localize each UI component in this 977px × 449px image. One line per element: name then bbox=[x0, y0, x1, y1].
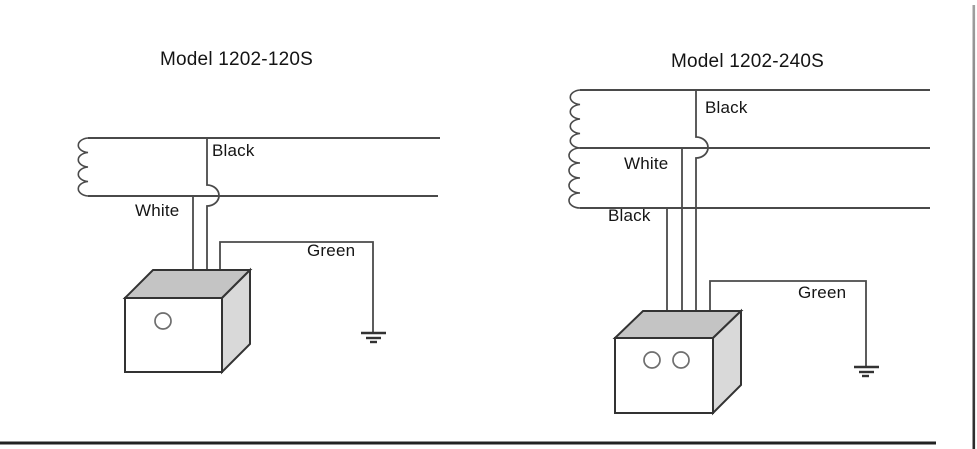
knockout-hole bbox=[154, 312, 172, 330]
diagram-model-1202-120s bbox=[77, 137, 440, 375]
black-wire bbox=[206, 138, 220, 270]
transformer-winding-coil-lower bbox=[568, 147, 581, 209]
junction-box bbox=[122, 267, 253, 375]
junction-box bbox=[612, 308, 744, 416]
wire-label-white: White bbox=[624, 154, 669, 173]
diagram-title-right: Model 1202-240S bbox=[671, 51, 824, 72]
wire-label-white: White bbox=[135, 201, 180, 220]
wire-label-black-bottom: Black bbox=[608, 206, 651, 225]
ground-symbol bbox=[854, 365, 879, 378]
transformer-winding-coil bbox=[77, 137, 89, 197]
diagram-model-1202-240s bbox=[568, 89, 930, 416]
ground-symbol bbox=[361, 331, 386, 344]
green-ground-wire bbox=[219, 241, 374, 333]
knockout-hole-right bbox=[672, 351, 690, 369]
junction-box-front-face bbox=[124, 297, 223, 373]
transformer-winding-coil-upper bbox=[569, 89, 581, 149]
black-wire-top bbox=[695, 90, 709, 311]
green-ground-wire bbox=[709, 280, 867, 367]
page-edge-bottom bbox=[0, 441, 936, 445]
diagram-title-left: Model 1202-120S bbox=[160, 49, 313, 70]
wire-label-green: Green bbox=[307, 241, 356, 260]
knockout-hole-left bbox=[643, 351, 661, 369]
wire-label-black-top: Black bbox=[705, 98, 748, 117]
wire-label-black: Black bbox=[212, 141, 255, 160]
wire-label-green: Green bbox=[798, 283, 847, 302]
page-edge-right bbox=[972, 5, 976, 449]
junction-box-front-face bbox=[614, 337, 714, 414]
